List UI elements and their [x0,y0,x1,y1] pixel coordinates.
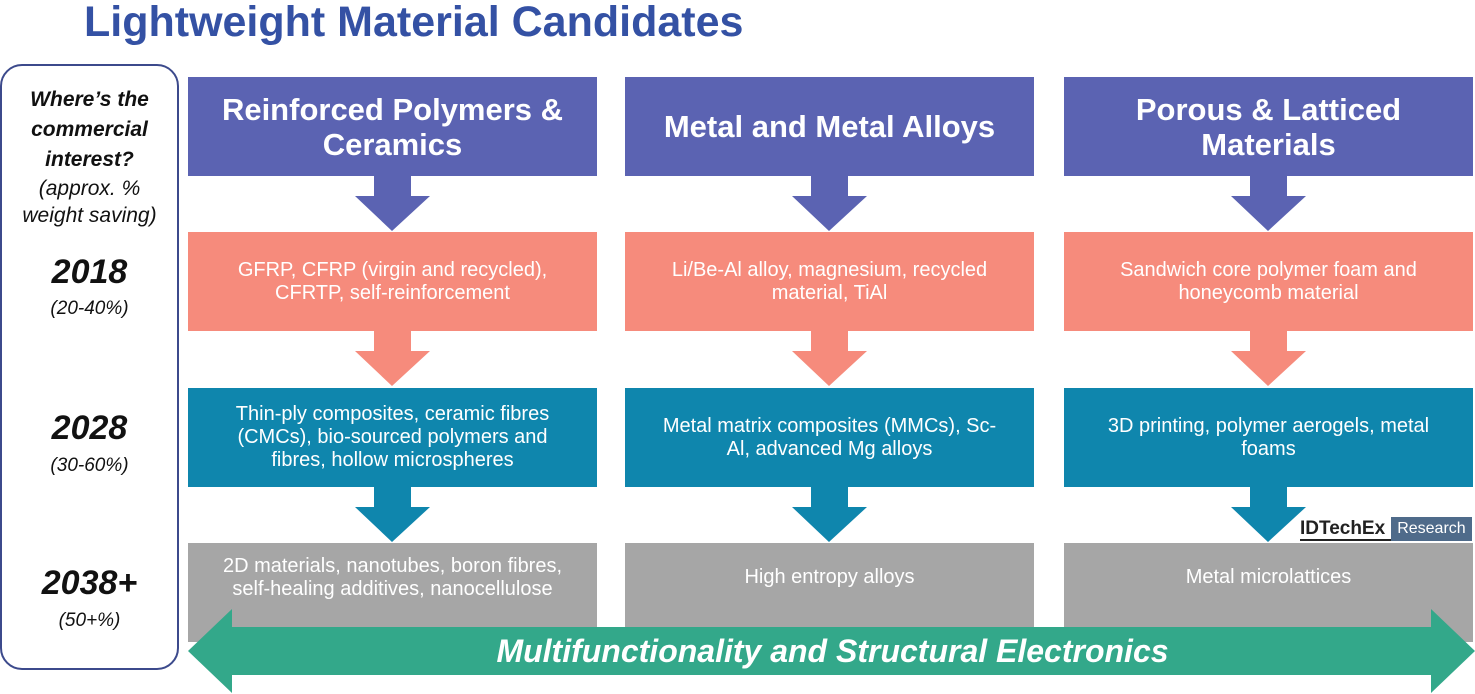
logo-brand: IDTechEx [1300,517,1392,541]
saving-2028: (30-60%) [50,455,129,476]
arrow-col1-2018 [355,331,430,386]
arrow-col2-header [792,176,867,231]
year-2018: 2018 [51,253,128,291]
banner-arrow-shape [188,609,1475,693]
col2-2038-box: High entropy alloys [625,543,1034,642]
arrow-col1-header [355,176,430,231]
col1-2018-box: GFRP, CFRP (virgin and recycled),CFRTP, … [188,232,597,331]
year-2038: 2038+ [41,564,138,602]
arrow-col2-2028 [792,487,867,542]
idtechex-logo: IDTechEx Research [1300,517,1472,541]
col1-2038-box: 2D materials, nanotubes, boron fibres,se… [188,543,597,642]
banner-text: Multifunctionality and Structural Electr… [496,633,1169,669]
timeline-sidebar [0,64,179,670]
arrow-col3-2018 [1231,331,1306,386]
arrow-col1-2028 [355,487,430,542]
sidebar-question: Where’s the commercial interest? [30,88,149,171]
header-reinforced-polymers: Reinforced Polymers &Ceramics [188,77,597,176]
arrow-col2-2018 [792,331,867,386]
arrow-col3-header [1231,176,1306,231]
page-title: Lightweight Material Candidates [84,0,744,46]
header-metal-alloys: Metal and Metal Alloys [625,77,1034,176]
saving-2018: (20-40%) [50,298,129,319]
col1-2028-box: Thin-ply composites, ceramic fibres(CMCs… [188,388,597,487]
col3-2038-box: Metal microlattices [1064,543,1473,642]
arrow-col3-2028 [1231,487,1306,542]
col2-2028-box: Metal matrix composites (MMCs), Sc-Al, a… [625,388,1034,487]
year-2028: 2028 [51,409,128,447]
saving-2038: (50+%) [58,610,121,631]
logo-tag: Research [1391,517,1472,541]
sidebar-subtitle: (approx. % weight saving) [22,177,157,227]
